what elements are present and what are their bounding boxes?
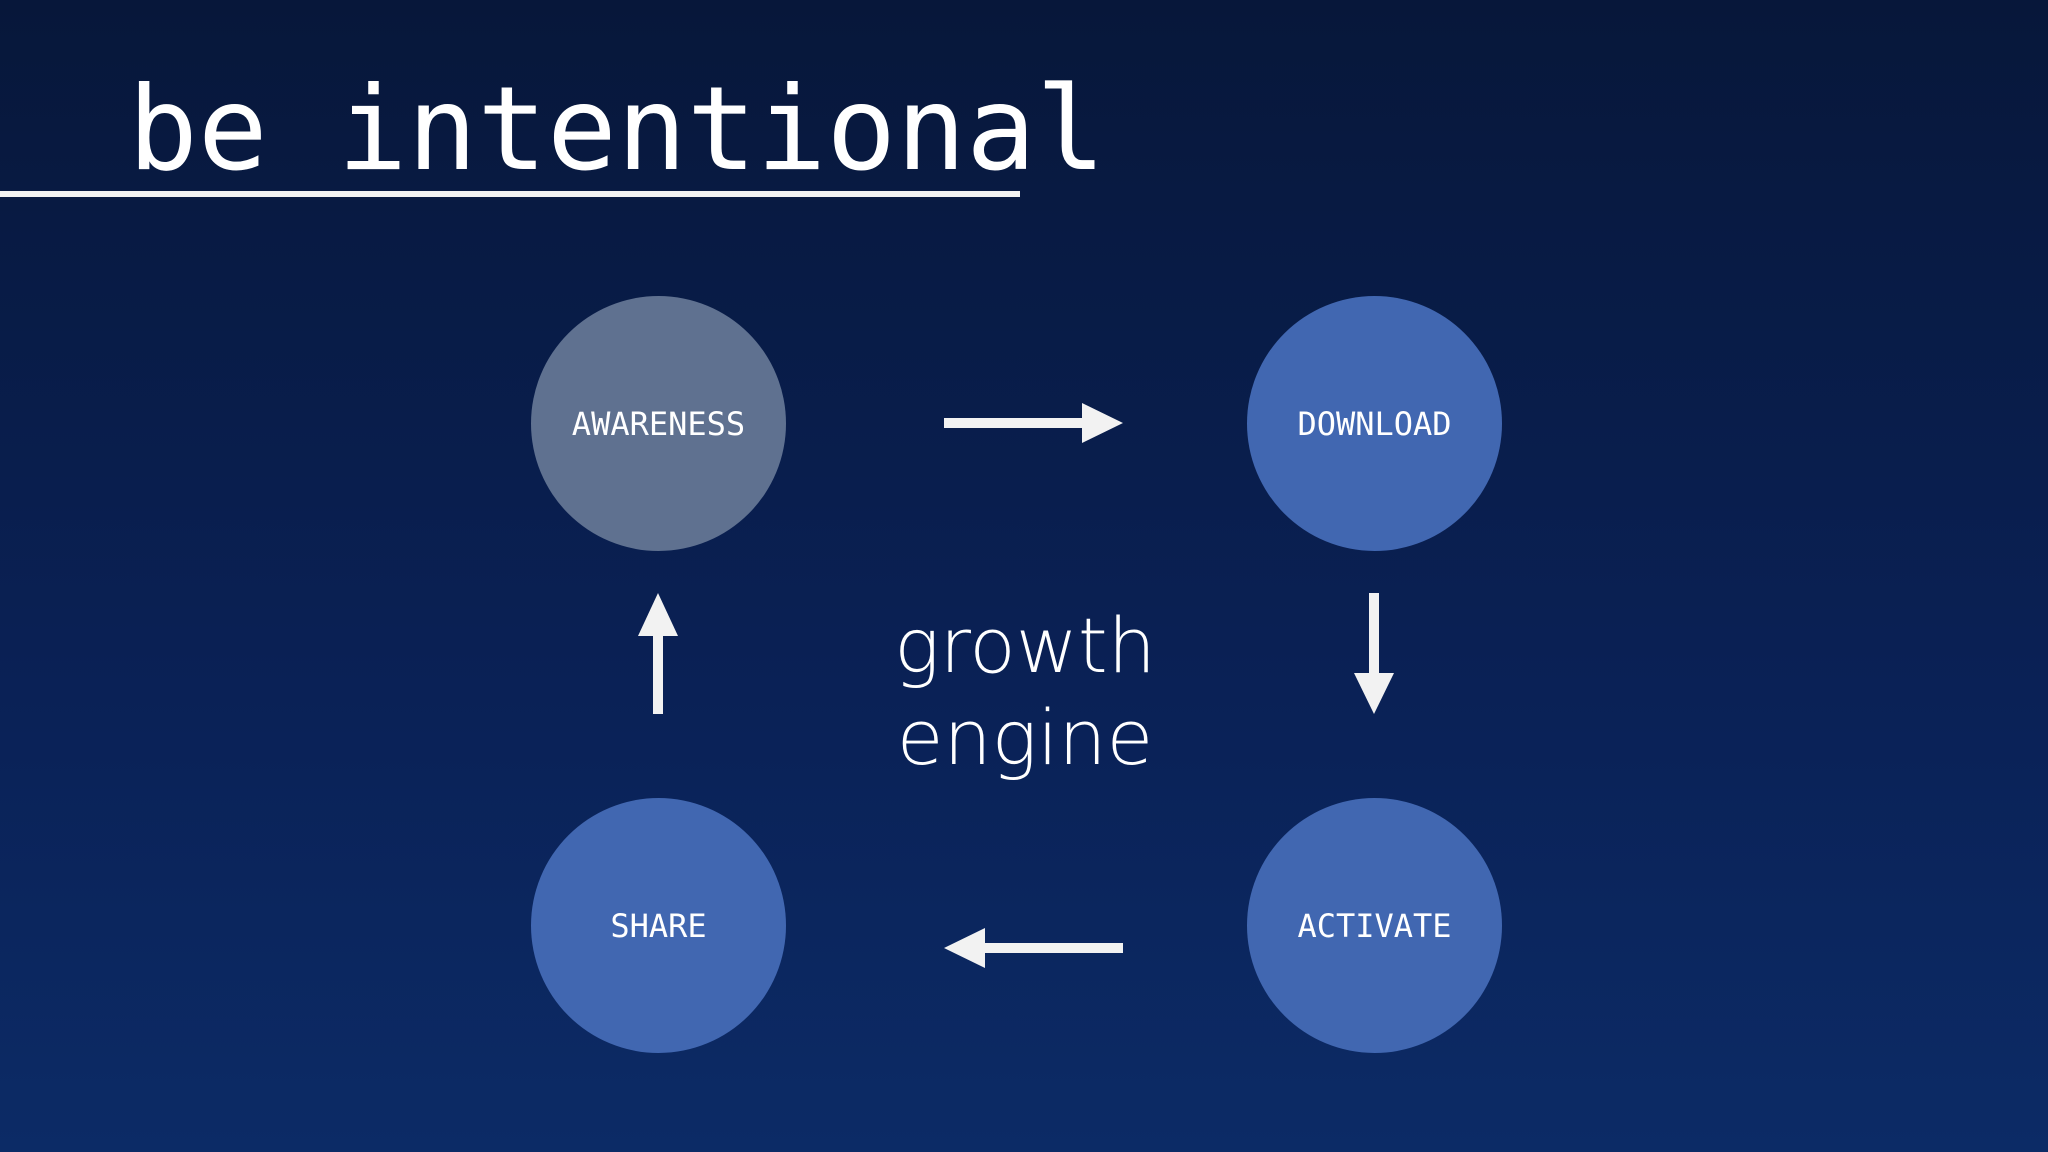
title-underline xyxy=(0,191,1020,197)
arrow-down-icon xyxy=(1354,593,1394,714)
node-share: SHARE xyxy=(531,798,786,1053)
node-awareness: AWARENESS xyxy=(531,296,786,551)
arrow-up-icon xyxy=(638,593,678,714)
node-label-activate: ACTIVATE xyxy=(1297,906,1452,945)
center-label: growth engine xyxy=(870,600,1180,784)
center-label-line-2: engine xyxy=(896,693,1154,782)
node-activate: ACTIVATE xyxy=(1247,798,1502,1053)
slide-title: be intentional xyxy=(128,62,1106,197)
node-label-awareness: AWARENESS xyxy=(571,404,746,443)
node-label-download: DOWNLOAD xyxy=(1297,404,1452,443)
center-label-line-1: growth xyxy=(894,601,1156,690)
arrow-right-icon xyxy=(944,403,1123,443)
node-label-share: SHARE xyxy=(610,906,707,945)
node-download: DOWNLOAD xyxy=(1247,296,1502,551)
arrow-left-icon xyxy=(944,928,1123,968)
